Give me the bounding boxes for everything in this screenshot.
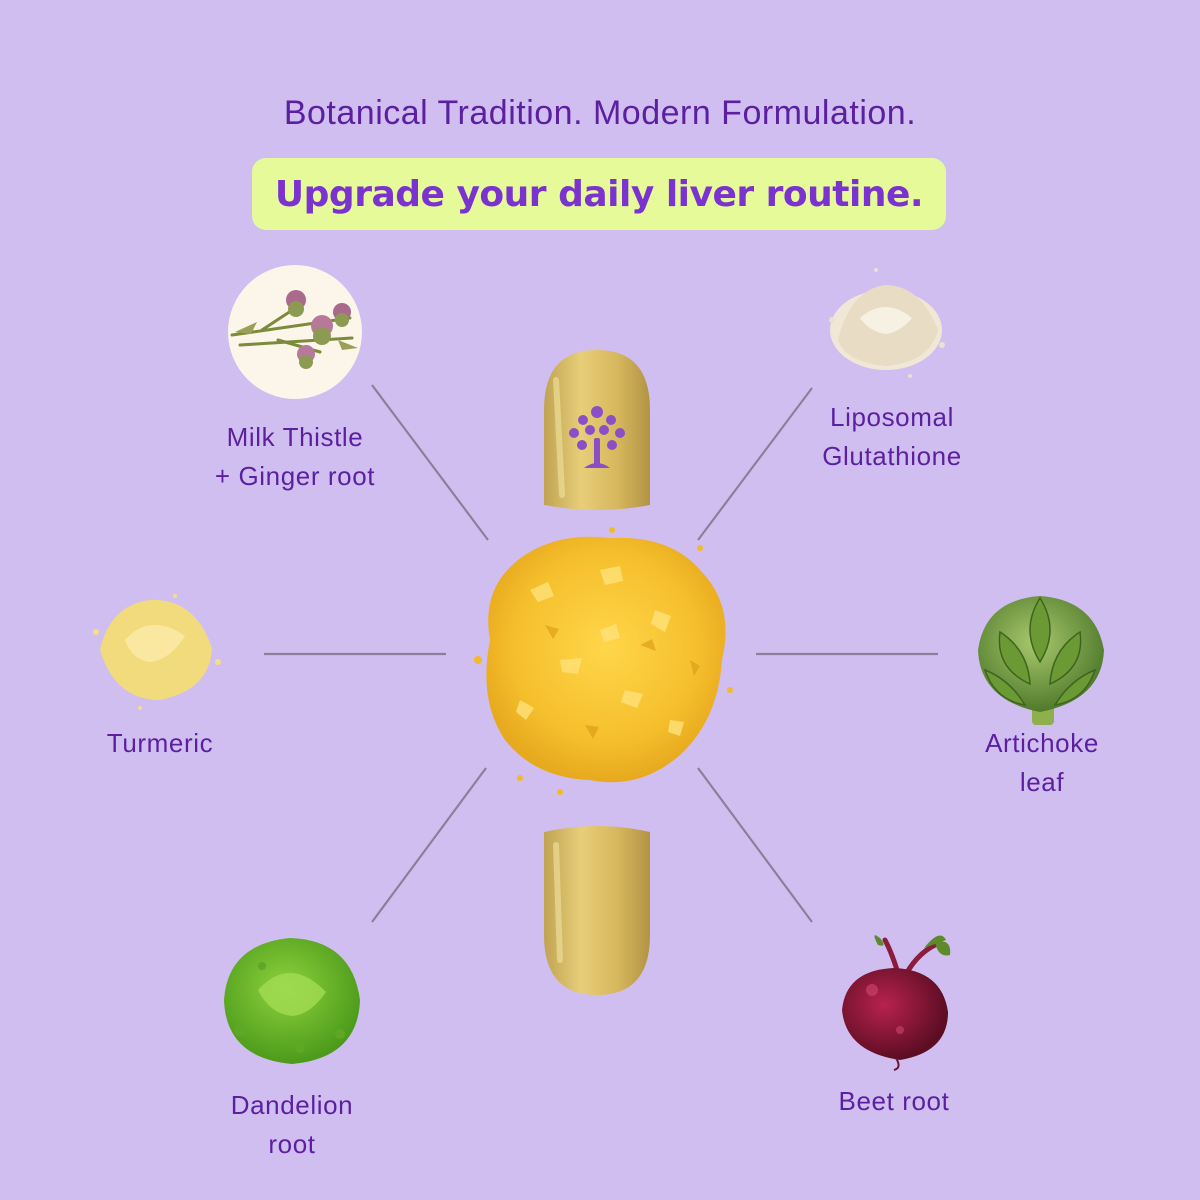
page-tagline: Botanical Tradition. Modern Formulation.: [283, 94, 917, 132]
milk-thistle-icon: [228, 265, 362, 399]
ingredient-name-line2: Glutathione: [822, 441, 962, 471]
dandelion-powder-icon: [224, 938, 360, 1064]
ingredient-label-beet: Beet root: [774, 1082, 1014, 1121]
brand-tree-icon: [569, 406, 625, 468]
cta-text: Upgrade your daily liver routine.: [274, 173, 924, 215]
glutathione-powder-icon: [829, 268, 945, 378]
cta-banner: Upgrade your daily liver routine.: [252, 158, 946, 230]
beet-icon: [842, 935, 951, 1071]
connector-lines: [264, 384, 938, 923]
turmeric-powder-icon: [93, 594, 221, 710]
connector-line-dandelion: [371, 767, 487, 923]
ingredient-label-milk-thistle: Milk Thistle + Ginger root: [175, 418, 415, 496]
ingredient-label-turmeric: Turmeric: [40, 724, 280, 763]
capsule-top-icon: [544, 350, 650, 510]
ingredient-name-line2: + Ginger root: [214, 461, 376, 491]
ingredient-name-line2: leaf: [1019, 767, 1065, 797]
ingredient-name-line2: root: [268, 1129, 316, 1159]
capsule-bottom-icon: [544, 826, 650, 995]
artichoke-icon: [978, 596, 1104, 725]
ingredient-name: Artichoke: [985, 728, 1099, 758]
thistle-flower-heads: [286, 290, 351, 369]
ingredient-name: Liposomal: [830, 402, 954, 432]
ingredient-label-dandelion: Dandelion root: [172, 1086, 412, 1164]
ingredient-name: Dandelion: [230, 1090, 354, 1120]
ingredient-name: Beet root: [838, 1086, 950, 1116]
connector-line-milk-thistle: [371, 384, 489, 541]
ingredient-name: Milk Thistle: [226, 422, 364, 452]
ingredient-label-artichoke: Artichoke leaf: [922, 724, 1162, 802]
connector-line-glutathione: [697, 387, 813, 541]
ingredient-name: Turmeric: [106, 728, 214, 758]
ingredient-label-glutathione: Liposomal Glutathione: [772, 398, 1012, 476]
yellow-powder-pile-icon: [474, 527, 733, 795]
connector-line-beet: [697, 767, 813, 923]
